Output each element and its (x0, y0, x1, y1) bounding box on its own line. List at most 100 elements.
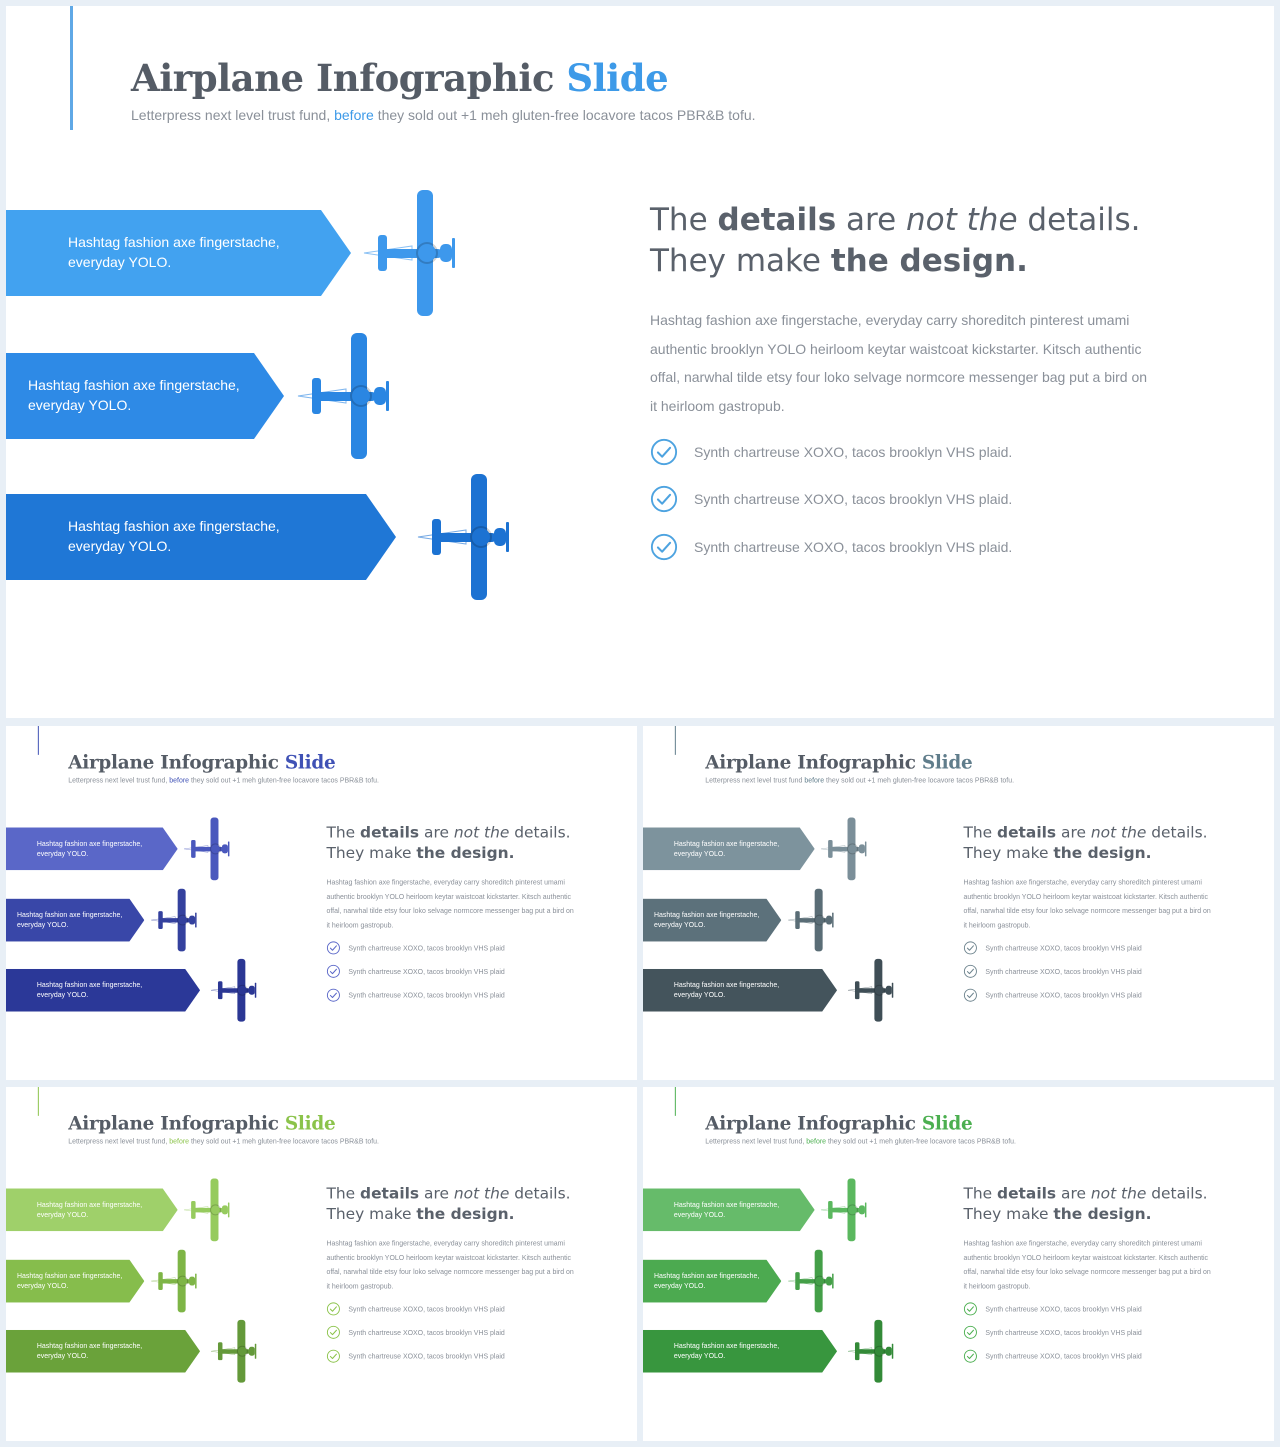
checklist-label: Synth chartreuse XOXO, tacos brooklyn VH… (985, 991, 1142, 1000)
slide-title: Airplane Infographic Slide (131, 56, 669, 100)
airplane-icon (150, 1249, 200, 1316)
title-accent: Slide (284, 1111, 336, 1134)
check-circle-icon (326, 1325, 340, 1339)
slide-subtitle: Letterpress next level trust fund, befor… (705, 1137, 1016, 1146)
subtitle-link[interactable]: before (334, 107, 374, 123)
airplane-icon (296, 331, 396, 465)
banner-text: Hashtag fashion axe fingerstache, everyd… (36, 980, 143, 999)
title-accent: Slide (921, 1111, 973, 1134)
check-circle-icon (963, 964, 977, 978)
airplane-icon (820, 1178, 870, 1245)
airplane-icon (820, 817, 870, 884)
subtitle-link[interactable]: before (806, 1137, 827, 1146)
check-circle-icon (963, 1302, 977, 1316)
slide-variant-lightgreen[interactable]: Airplane Infographic Slide Letterpress n… (6, 1087, 637, 1441)
check-circle-icon (326, 1302, 340, 1316)
headline: The details are not the details. They ma… (326, 1184, 571, 1223)
checklist-label: Synth chartreuse XOXO, tacos brooklyn VH… (985, 1352, 1142, 1361)
subtitle-link[interactable]: before (804, 776, 825, 785)
check-circle-icon (650, 438, 678, 466)
slide-subtitle: Letterpress next level trust fund before… (705, 776, 1015, 785)
airplane-icon (847, 958, 897, 1025)
banner-text: Hashtag fashion axe fingerstache, everyd… (673, 1341, 780, 1360)
check-circle-icon (650, 485, 678, 513)
headline: The details are not the details. They ma… (326, 823, 571, 862)
checklist-label: Synth chartreuse XOXO, tacos brooklyn VH… (348, 943, 505, 952)
slide-title: Airplane Infographic Slide (68, 1111, 336, 1134)
checklist-label: Synth chartreuse XOXO, tacos brooklyn VH… (348, 1352, 505, 1361)
banner-text: Hashtag fashion axe fingerstache, everyd… (36, 1200, 143, 1219)
banner-text: Hashtag fashion axe fingerstache, everyd… (36, 839, 143, 858)
checklist-label: Synth chartreuse XOXO, tacos brooklyn VH… (694, 444, 1013, 460)
banner-1: Hashtag fashion axe fingerstache, everyd… (6, 1188, 178, 1232)
headline: The details are not the details. They ma… (963, 1184, 1208, 1223)
body-paragraph: Hashtag fashion axe fingerstache, everyd… (963, 878, 1211, 929)
slide-variant-bluegrey[interactable]: Airplane Infographic Slide Letterpress n… (643, 726, 1274, 1080)
banner-1: Hashtag fashion axe fingerstache, everyd… (6, 827, 178, 871)
check-circle-icon (963, 941, 977, 955)
slide-variant-green[interactable]: Airplane Infographic Slide Letterpress n… (643, 1087, 1274, 1441)
banner-text: Hashtag fashion axe fingerstache, everyd… (36, 1341, 143, 1360)
slide-title: Airplane Infographic Slide (68, 750, 336, 773)
headline: The details are not the details. They ma… (963, 823, 1208, 862)
airplane-icon (210, 1319, 260, 1386)
airplane-icon (787, 1249, 837, 1316)
check-circle-icon (963, 1325, 977, 1339)
checklist-label: Synth chartreuse XOXO, tacos brooklyn VH… (348, 991, 505, 1000)
check-circle-icon (326, 988, 340, 1002)
body-paragraph: Hashtag fashion axe fingerstache, everyd… (326, 878, 574, 929)
banner-1: Hashtag fashion axe fingerstache, everyd… (643, 827, 815, 871)
slide-title: Airplane Infographic Slide (705, 750, 973, 773)
body-paragraph: Hashtag fashion axe fingerstache, everyd… (326, 1239, 574, 1290)
banner-text: Hashtag fashion axe fingerstache, everyd… (68, 234, 280, 270)
banner-3: Hashtag fashion axe fingerstache, everyd… (643, 1329, 838, 1373)
slide-main[interactable]: Airplane Infographic Slide Letterpress n… (6, 6, 1274, 718)
slide-title: Airplane Infographic Slide (705, 1111, 973, 1134)
banner-3: Hashtag fashion axe fingerstache, everyd… (6, 494, 396, 580)
slide-variant-indigo[interactable]: Airplane Infographic Slide Letterpress n… (6, 726, 637, 1080)
subtitle-link[interactable]: before (169, 776, 190, 785)
check-circle-icon (650, 533, 678, 561)
airplane-icon (210, 958, 260, 1025)
banner-text: Hashtag fashion axe fingerstache, everyd… (68, 518, 280, 554)
slide-subtitle: Letterpress next level trust fund, befor… (68, 1137, 379, 1146)
checklist-label: Synth chartreuse XOXO, tacos brooklyn VH… (985, 1328, 1142, 1337)
banner-2: Hashtag fashion axe fingerstache, everyd… (643, 1259, 782, 1303)
title-rule (37, 726, 39, 755)
title-accent: Slide (566, 56, 669, 100)
check-circle-icon (326, 1349, 340, 1363)
title-accent: Slide (921, 750, 973, 773)
subtitle-link[interactable]: before (169, 1137, 190, 1146)
banner-3: Hashtag fashion axe fingerstache, everyd… (643, 968, 838, 1012)
airplane-icon (416, 472, 516, 606)
banner-1: Hashtag fashion axe fingerstache, everyd… (643, 1188, 815, 1232)
checklist-label: Synth chartreuse XOXO, tacos brooklyn VH… (985, 1304, 1142, 1313)
slide-subtitle: Letterpress next level trust fund, befor… (68, 776, 379, 785)
title-rule (37, 1087, 39, 1116)
title-rule (674, 1087, 676, 1116)
banner-1: Hashtag fashion axe fingerstache, everyd… (6, 210, 351, 296)
body-paragraph: Hashtag fashion axe fingerstache, everyd… (650, 312, 1148, 414)
checklist-label: Synth chartreuse XOXO, tacos brooklyn VH… (694, 491, 1013, 507)
checklist-label: Synth chartreuse XOXO, tacos brooklyn VH… (348, 1304, 505, 1313)
banner-text: Hashtag fashion axe fingerstache, everyd… (16, 1271, 123, 1290)
banner-text: Hashtag fashion axe fingerstache, everyd… (16, 910, 123, 929)
banner-2: Hashtag fashion axe fingerstache, everyd… (6, 353, 284, 439)
checklist-label: Synth chartreuse XOXO, tacos brooklyn VH… (694, 539, 1013, 555)
airplane-icon (183, 817, 233, 884)
check-circle-icon (963, 1349, 977, 1363)
banner-3: Hashtag fashion axe fingerstache, everyd… (6, 968, 201, 1012)
banner-text: Hashtag fashion axe fingerstache, everyd… (673, 980, 780, 999)
banner-3: Hashtag fashion axe fingerstache, everyd… (6, 1329, 201, 1373)
banner-text: Hashtag fashion axe fingerstache, everyd… (673, 1200, 780, 1219)
headline: The details are not the details. They ma… (650, 202, 1141, 279)
check-circle-icon (326, 964, 340, 978)
airplane-icon (183, 1178, 233, 1245)
checklist-label: Synth chartreuse XOXO, tacos brooklyn VH… (985, 943, 1142, 952)
banner-text: Hashtag fashion axe fingerstache, everyd… (673, 839, 780, 858)
title-rule (70, 6, 73, 130)
banner-text: Hashtag fashion axe fingerstache, everyd… (653, 910, 760, 929)
title-accent: Slide (284, 750, 336, 773)
checklist-label: Synth chartreuse XOXO, tacos brooklyn VH… (348, 1328, 505, 1337)
banner-text: Hashtag fashion axe fingerstache, everyd… (653, 1271, 760, 1290)
